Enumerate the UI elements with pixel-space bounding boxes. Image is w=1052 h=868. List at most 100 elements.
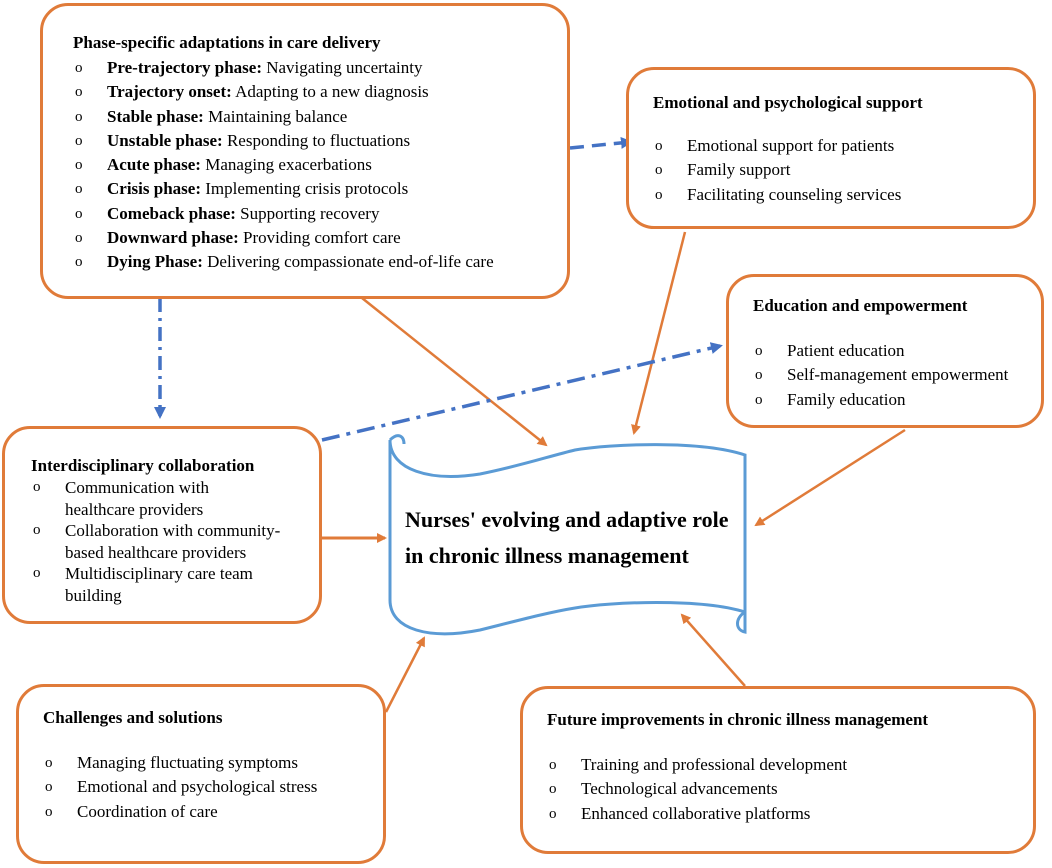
arrow-emotional-to-center <box>631 231 687 435</box>
item-text-line: Multidisciplinary care team <box>65 564 253 583</box>
item-label: Stable phase: <box>107 106 204 126</box>
item-text: Emotional and psychological stress <box>77 777 318 797</box>
list-item: o Family support <box>653 158 1021 182</box>
center-title-line-2: in chronic illness management <box>405 543 689 568</box>
bullet-icon: o <box>755 343 763 359</box>
item-label: Crisis phase: <box>107 179 201 199</box>
list-item: o Emotional and psychological stress <box>43 775 375 799</box>
item-text: Facilitating counseling services <box>687 184 902 204</box>
bullet-icon: o <box>655 162 663 179</box>
bullet-icon: o <box>755 391 763 408</box>
list-item: o Multidisciplinary care team building <box>31 563 313 606</box>
list-item: o Enhanced collaborative platforms <box>547 802 1025 826</box>
challenges-box-title: Challenges and solutions <box>43 708 223 727</box>
bullet-icon: o <box>755 367 763 384</box>
arrow-education-to-center <box>754 428 906 527</box>
item-text: Responding to fluctuations <box>222 130 411 150</box>
bullet-icon: o <box>45 779 53 796</box>
list-item: o Technological advancements <box>547 777 1025 801</box>
dashdot-arrow-interdisciplinary-to-education <box>321 342 723 442</box>
bullet-icon: o <box>75 230 83 247</box>
bullet-icon: o <box>75 132 83 149</box>
emotional-box-title: Emotional and psychological support <box>653 93 923 112</box>
item-label: Comeback phase: <box>107 203 236 223</box>
center-scroll-curl-bottom <box>736 610 747 634</box>
item-text: Technological advancements <box>581 779 778 799</box>
item-text: Self-management empowerment <box>787 365 1009 385</box>
bullet-icon: o <box>75 181 83 198</box>
bullet-icon: o <box>549 781 557 798</box>
item-text: Maintaining balance <box>203 106 348 126</box>
list-item: o Training and professional development <box>547 753 1025 777</box>
future-box: Future improvements in chronic illness m… <box>520 686 1036 854</box>
center-title: Nurses' evolving and adaptive role in ch… <box>405 502 735 574</box>
item-text-line: building <box>65 585 122 605</box>
item-label: Downward phase: <box>107 228 239 248</box>
item-text: Supporting recovery <box>235 203 380 223</box>
item-label: Trajectory onset: <box>107 82 232 102</box>
center-scroll-curl-top <box>388 434 406 445</box>
arrow-phase-to-center <box>361 297 548 447</box>
list-item: o Self-management empowerment <box>753 363 1033 387</box>
item-text: Managing fluctuating symptoms <box>77 753 298 772</box>
list-item: o Stable phase: Maintaining balance <box>73 105 547 129</box>
item-label: Acute phase: <box>107 155 201 175</box>
bullet-icon: o <box>33 479 41 495</box>
item-text-line: healthcare providers <box>65 499 204 519</box>
bullet-icon: o <box>45 755 53 771</box>
list-item: o Trajectory onset: Adapting to a new dia… <box>73 80 547 104</box>
bullet-icon: o <box>655 138 663 154</box>
list-item: o Facilitating counseling services <box>653 183 1021 207</box>
item-text: Family education <box>787 389 906 409</box>
dashed-arrow-phase-to-emotional <box>569 136 633 150</box>
arrow-challenges-to-center <box>384 636 426 713</box>
list-item: o Acute phase: Managing exacerbations <box>73 153 547 177</box>
item-text-line: Collaboration with community- <box>65 521 281 540</box>
item-text: Providing comfort care <box>238 228 401 248</box>
bullet-icon: o <box>549 757 557 773</box>
list-item: o Managing fluctuating symptoms <box>43 751 375 775</box>
bullet-icon: o <box>45 803 53 820</box>
bullet-icon: o <box>75 205 83 222</box>
item-text: Managing exacerbations <box>200 155 372 175</box>
bullet-icon: o <box>75 157 83 174</box>
item-text: Training and professional development <box>581 755 848 774</box>
item-text: Enhanced collaborative platforms <box>581 803 811 823</box>
center-title-line-1: Nurses' evolving and adaptive role <box>405 507 729 532</box>
future-list: o Training and professional development o… <box>547 753 1025 826</box>
item-text: Family support <box>687 160 791 180</box>
list-item: o Comeback phase: Supporting recovery <box>73 202 547 226</box>
future-box-title: Future improvements in chronic illness m… <box>547 710 929 729</box>
bullet-icon: o <box>549 805 557 822</box>
list-item: o Downward phase: Providing comfort care <box>73 226 547 250</box>
bullet-icon: o <box>75 108 83 125</box>
bullet-icon: o <box>655 186 663 203</box>
education-box-title: Education and empowerment <box>753 296 968 315</box>
bullet-icon: o <box>75 254 83 271</box>
challenges-box: Challenges and solutions o Managing fluct… <box>16 684 386 864</box>
item-text: Adapting to a new diagnosis <box>231 82 429 102</box>
item-label: Dying Phase: <box>107 252 203 272</box>
item-text-line: Communication with <box>65 478 210 497</box>
item-text-line: based healthcare providers <box>65 542 247 562</box>
bullet-icon: o <box>33 565 41 581</box>
phase-box: Phase-specific adaptations in care deliv… <box>40 3 570 299</box>
bullet-icon: o <box>75 84 83 101</box>
